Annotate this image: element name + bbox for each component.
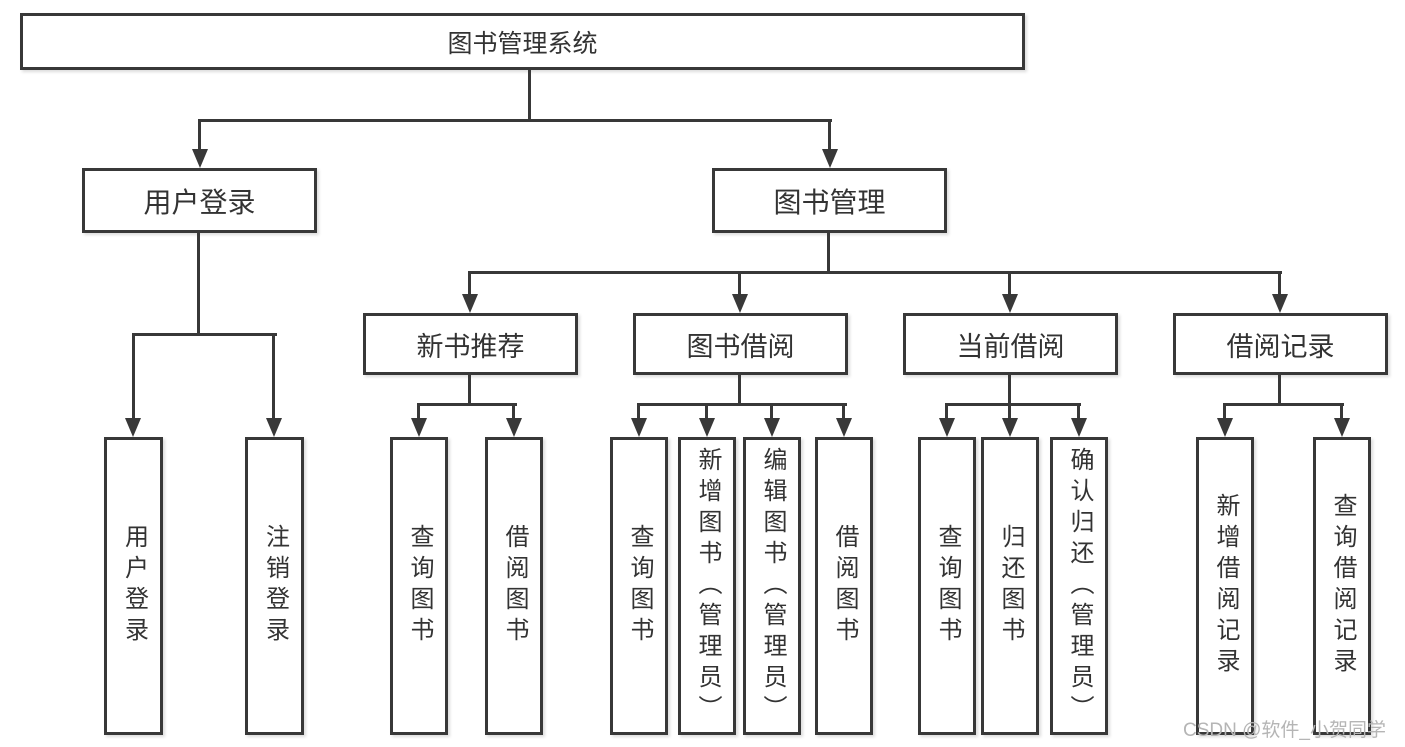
leaf-query-books-recommend-label: 查询图书 bbox=[406, 524, 433, 648]
leaf-borrow-books-borrowing: 借阅图书 bbox=[815, 437, 873, 735]
connector-line bbox=[1008, 403, 1011, 419]
connector-line bbox=[132, 333, 277, 336]
node-borrowing-records: 借阅记录 bbox=[1173, 313, 1388, 375]
arrowhead-down bbox=[1217, 418, 1233, 437]
node-new-book-recommend: 新书推荐 bbox=[363, 313, 578, 375]
arrowhead-down bbox=[266, 418, 282, 437]
connector-line bbox=[945, 403, 948, 419]
leaf-confirm-return-admin: 确认归还（管理员） bbox=[1050, 437, 1108, 735]
connector-line bbox=[468, 375, 471, 406]
connector-line bbox=[132, 333, 135, 418]
arrowhead-down bbox=[506, 418, 522, 437]
connector-line bbox=[468, 271, 1282, 274]
connector-line bbox=[1223, 403, 1344, 406]
node-book-management: 图书管理 bbox=[712, 168, 947, 233]
connector-line bbox=[528, 69, 531, 121]
leaf-edit-books-admin: 编辑图书（管理员） bbox=[743, 437, 801, 735]
node-book-management-label: 图书管理 bbox=[773, 186, 886, 218]
connector-line bbox=[945, 403, 1081, 406]
leaf-return-books: 归还图书 bbox=[981, 437, 1039, 735]
leaf-query-books-borrowing: 查询图书 bbox=[610, 437, 668, 735]
connector-line bbox=[1278, 375, 1281, 406]
leaf-query-borrow-record-label: 查询借阅记录 bbox=[1329, 493, 1356, 679]
leaf-borrow-books-recommend: 借阅图书 bbox=[485, 437, 543, 735]
connector-line bbox=[199, 119, 832, 122]
connector-line bbox=[842, 403, 845, 419]
leaf-add-borrow-record-label: 新增借阅记录 bbox=[1212, 493, 1239, 679]
node-root: 图书管理系统 bbox=[20, 13, 1025, 70]
arrowhead-down bbox=[1334, 418, 1350, 437]
connector-line bbox=[637, 403, 640, 419]
arrowhead-down bbox=[1002, 418, 1018, 437]
arrowhead-down bbox=[836, 418, 852, 437]
arrowhead-down bbox=[1071, 418, 1087, 437]
leaf-query-books-current: 查询图书 bbox=[918, 437, 976, 735]
node-borrowing-records-label: 借阅记录 bbox=[1226, 331, 1335, 362]
connector-line bbox=[512, 403, 515, 419]
leaf-borrow-books-borrowing-label: 借阅图书 bbox=[831, 524, 858, 648]
leaf-return-books-label: 归还图书 bbox=[997, 524, 1024, 648]
connector-line bbox=[1278, 271, 1281, 294]
watermark: CSDN @软件_小贺同学 bbox=[1183, 720, 1386, 741]
connector-line bbox=[1077, 403, 1080, 419]
leaf-logout: 注销登录 bbox=[245, 437, 304, 735]
connector-line bbox=[197, 233, 200, 336]
connector-line bbox=[770, 403, 773, 419]
connector-line bbox=[738, 271, 741, 294]
arrowhead-down bbox=[462, 294, 478, 313]
leaf-add-books-admin-label: 新增图书（管理员） bbox=[694, 446, 721, 726]
leaf-borrow-books-recommend-label: 借阅图书 bbox=[501, 524, 528, 648]
node-user-login: 用户登录 bbox=[82, 168, 317, 233]
node-current-borrowing-label: 当前借阅 bbox=[956, 331, 1065, 362]
leaf-query-borrow-record: 查询借阅记录 bbox=[1313, 437, 1371, 735]
node-current-borrowing: 当前借阅 bbox=[903, 313, 1118, 375]
connector-line bbox=[1008, 375, 1011, 406]
connector-line bbox=[705, 403, 708, 419]
node-new-book-recommend-label: 新书推荐 bbox=[416, 331, 525, 362]
connector-line bbox=[417, 403, 517, 406]
leaf-query-books-current-label: 查询图书 bbox=[934, 524, 961, 648]
arrowhead-down bbox=[939, 418, 955, 437]
arrowhead-down bbox=[699, 418, 715, 437]
leaf-logout-label: 注销登录 bbox=[261, 524, 289, 648]
leaf-query-books-borrowing-label: 查询图书 bbox=[626, 524, 653, 648]
leaf-user-login-label: 用户登录 bbox=[120, 524, 148, 648]
leaf-add-borrow-record: 新增借阅记录 bbox=[1196, 437, 1254, 735]
leaf-add-books-admin: 新增图书（管理员） bbox=[678, 437, 736, 735]
arrowhead-down bbox=[764, 418, 780, 437]
arrowhead-down bbox=[125, 418, 141, 437]
connector-line bbox=[198, 119, 201, 150]
leaf-query-books-recommend: 查询图书 bbox=[390, 437, 448, 735]
connector-line bbox=[738, 375, 741, 406]
connector-line bbox=[1340, 403, 1343, 419]
arrowhead-down bbox=[631, 418, 647, 437]
connector-line bbox=[828, 119, 831, 150]
arrowhead-down bbox=[822, 149, 838, 168]
connector-line bbox=[637, 403, 847, 406]
leaf-user-login: 用户登录 bbox=[104, 437, 163, 735]
arrowhead-down bbox=[1272, 294, 1288, 313]
connector-line bbox=[1008, 271, 1011, 294]
connector-line bbox=[1223, 403, 1226, 419]
node-book-borrowing: 图书借阅 bbox=[633, 313, 848, 375]
leaf-edit-books-admin-label: 编辑图书（管理员） bbox=[759, 446, 786, 726]
connector-line bbox=[417, 403, 420, 419]
arrowhead-down bbox=[192, 149, 208, 168]
connector-line bbox=[468, 271, 471, 294]
arrowhead-down bbox=[1002, 294, 1018, 313]
arrowhead-down bbox=[411, 418, 427, 437]
connector-line bbox=[272, 333, 275, 418]
connector-line bbox=[827, 233, 830, 274]
node-user-login-label: 用户登录 bbox=[143, 186, 256, 218]
leaf-confirm-return-admin-label: 确认归还（管理员） bbox=[1066, 446, 1093, 726]
node-book-borrowing-label: 图书借阅 bbox=[686, 331, 795, 362]
node-root-label: 图书管理系统 bbox=[447, 29, 598, 58]
arrowhead-down bbox=[732, 294, 748, 313]
